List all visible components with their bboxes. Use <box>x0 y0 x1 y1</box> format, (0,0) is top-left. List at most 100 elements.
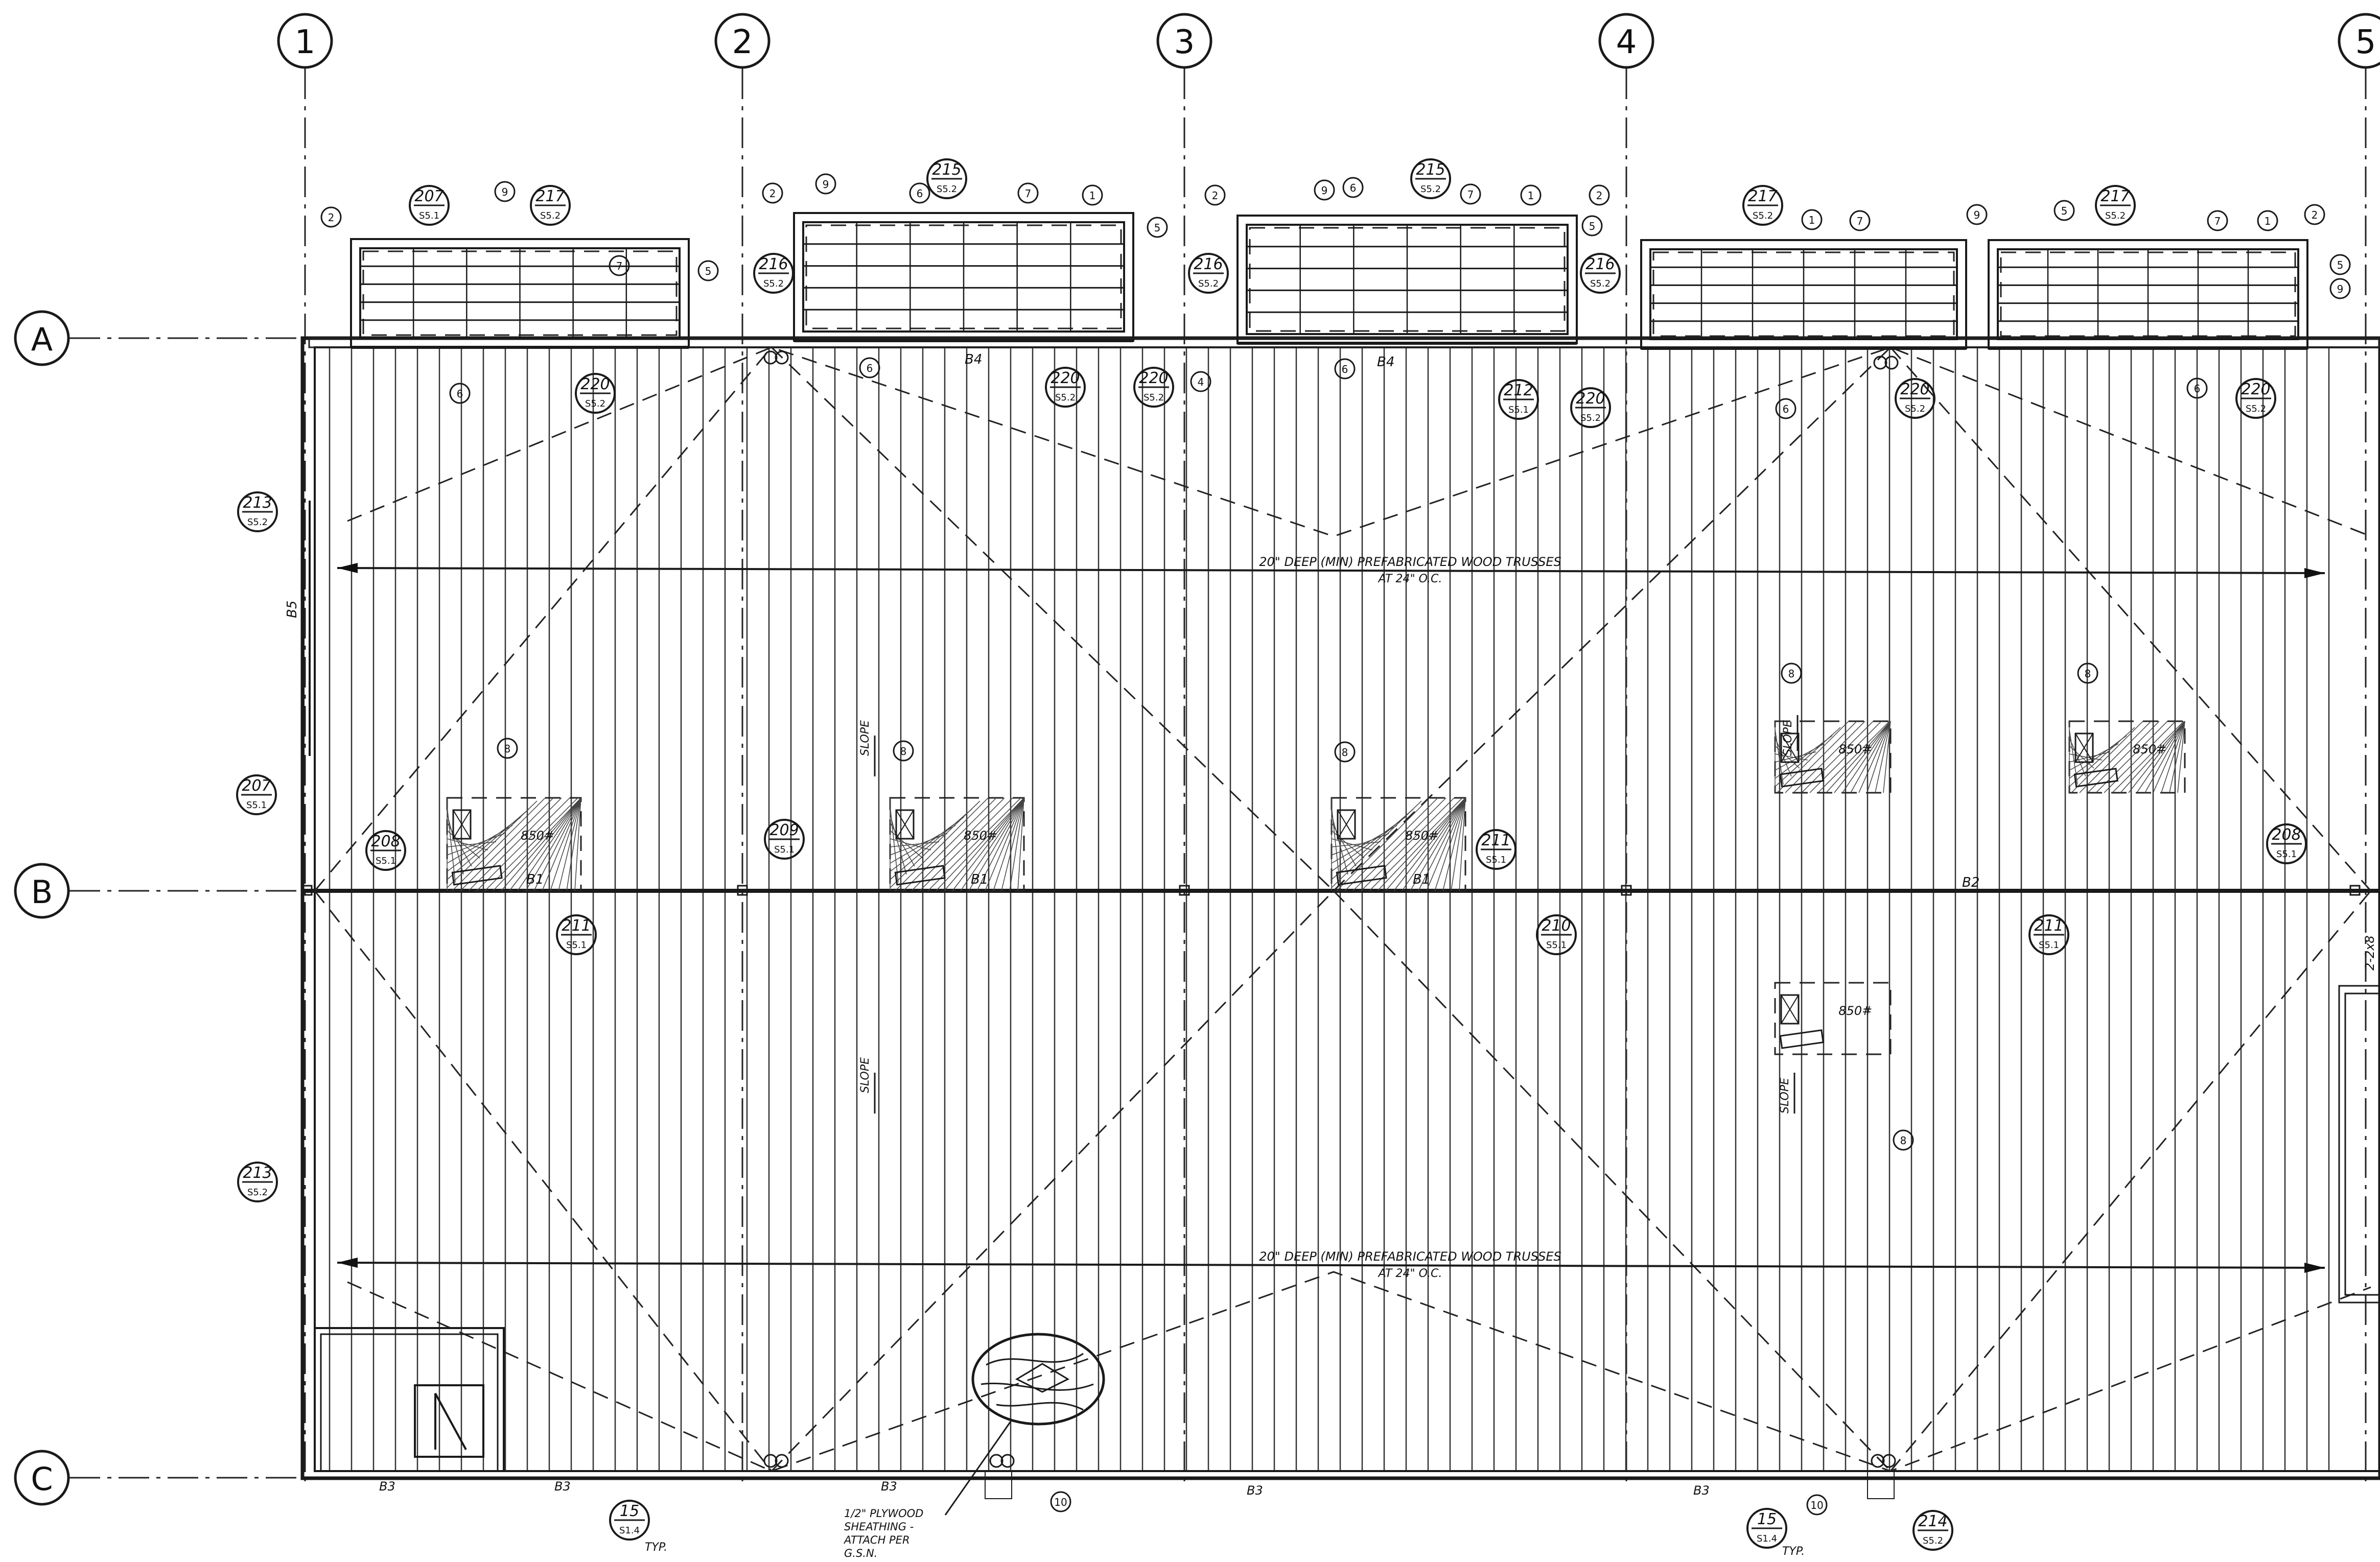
slope-text: SLOPE <box>1782 720 1794 756</box>
section-ref-number: 207 <box>242 777 271 795</box>
section-ref-number: 220 <box>1139 369 1168 387</box>
beam-label-b4: B4 <box>1377 354 1394 370</box>
keynote-number: 5 <box>705 265 712 277</box>
plywood-note-line: G.S.N. <box>844 1547 877 1559</box>
keynote-number: 2 <box>1212 190 1219 202</box>
section-ref-number: 208 <box>371 833 400 850</box>
section-ref-sheet: S5.1 <box>1546 940 1567 951</box>
section-ref-sheet: S5.1 <box>2276 849 2297 860</box>
slope-text: SLOPE <box>859 1057 872 1093</box>
section-ref-number: 210 <box>1542 917 1571 935</box>
keynote-bubble: 8 <box>1781 662 1802 684</box>
grid-bubble-col-2: 2 <box>714 13 771 69</box>
beam-label-b3: B3 <box>881 1479 897 1494</box>
section-ref-sheet: S5.2 <box>1590 278 1611 289</box>
rooftop-screens <box>350 212 2308 350</box>
keynote-number: 9 <box>2337 283 2344 295</box>
beam-label-b1: B1 <box>1413 872 1430 887</box>
plywood-note-line: 1/2" PLYWOOD <box>844 1507 923 1520</box>
keynote-bubble: 7 <box>2207 210 2228 231</box>
section-ref-number: 215 <box>1416 161 1445 179</box>
equipment-screen <box>1640 239 1967 350</box>
keynote-bubble: 6 <box>909 182 930 204</box>
section-ref-sheet: S5.2 <box>540 210 561 221</box>
beam-label-b4: B4 <box>965 352 982 367</box>
roof-drain <box>1867 1454 1896 1499</box>
section-ref-number: 211 <box>562 917 591 935</box>
section-ref-number: 208 <box>2272 826 2301 844</box>
keynote-number: 1 <box>1089 190 1096 202</box>
section-ref-sheet: S5.1 <box>1508 405 1529 415</box>
keynote-number: 2 <box>328 211 335 224</box>
section-ref-sheet: S5.1 <box>376 856 396 866</box>
equipment-screen <box>1236 215 1578 345</box>
section-ref-sheet: S5.1 <box>1486 855 1506 865</box>
rooftop-units: 850#850#850#850#850#850# <box>446 720 2186 1055</box>
keynote-bubble: 8 <box>497 738 518 759</box>
section-ref-number: 207 <box>414 187 444 205</box>
grid-row-label: C <box>31 1460 53 1498</box>
keynote-number: 9 <box>502 186 508 198</box>
section-ref-number: 217 <box>535 187 565 205</box>
roof-drain <box>763 350 789 365</box>
keynote-bubble: 5 <box>2329 254 2351 275</box>
equipment-screen <box>1988 239 2308 350</box>
keynote-number: 10 <box>1054 1496 1067 1508</box>
keynote-bubble: 7 <box>1849 210 1871 231</box>
section-ref-sheet: S5.2 <box>247 517 268 528</box>
keynote-number: 2 <box>769 187 776 200</box>
beam-label-b3: B3 <box>1693 1483 1710 1498</box>
keynote-bubble: 6 <box>1775 398 1796 419</box>
section-ref-number: 216 <box>1585 255 1615 273</box>
section-ref-number: 215 <box>932 161 961 179</box>
keynote-bubble: 6 <box>2186 377 2208 399</box>
grid-lines <box>69 68 2380 1481</box>
keynote-bubble: 6 <box>449 383 471 404</box>
plywood-sheathing-symbol <box>944 1333 1105 1516</box>
keynote-bubble: 8 <box>2077 662 2098 684</box>
rooftop-unit: 850# <box>889 797 1025 892</box>
keynote-number: 9 <box>823 178 829 191</box>
rooftop-unit: 850# <box>1331 797 1466 892</box>
keynote-number: 8 <box>1900 1134 1907 1147</box>
section-ref-sheet: S5.2 <box>2105 210 2126 221</box>
keynote-number: 6 <box>1783 403 1789 415</box>
keynote-number: 5 <box>1589 220 1596 232</box>
beam-label-b3: B3 <box>379 1479 395 1494</box>
keynote-bubble: 6 <box>1334 358 1356 380</box>
keynote-number: 10 <box>1810 1499 1823 1511</box>
keynote-number: 6 <box>457 388 463 400</box>
keynote-bubble: 2 <box>320 206 342 228</box>
section-ref-sheet: S5.2 <box>763 278 784 289</box>
section-ref-sheet: S5.2 <box>1420 184 1441 195</box>
keynote-number: 2 <box>1596 190 1603 202</box>
building-outline <box>300 336 2380 1480</box>
keynote-number: 5 <box>2061 205 2068 217</box>
rooftop-unit: 850# <box>446 797 582 892</box>
section-ref-sheet: S5.1 <box>566 940 587 951</box>
posts <box>301 885 2361 896</box>
grid-row-label: A <box>31 321 53 358</box>
truss-note-top: 20" DEEP (MIN) PREFABRICATED WOOD TRUSSE… <box>337 555 2325 585</box>
keynote-bubble: 5 <box>697 260 719 281</box>
keynote-bubble: 8 <box>893 740 914 762</box>
keynote-number: 9 <box>1974 209 1980 221</box>
keynote-bubble: 6 <box>859 357 880 378</box>
equipment-screen <box>793 212 1134 342</box>
roof-drains <box>763 350 1899 1499</box>
unit-load-label: 850# <box>964 829 997 843</box>
